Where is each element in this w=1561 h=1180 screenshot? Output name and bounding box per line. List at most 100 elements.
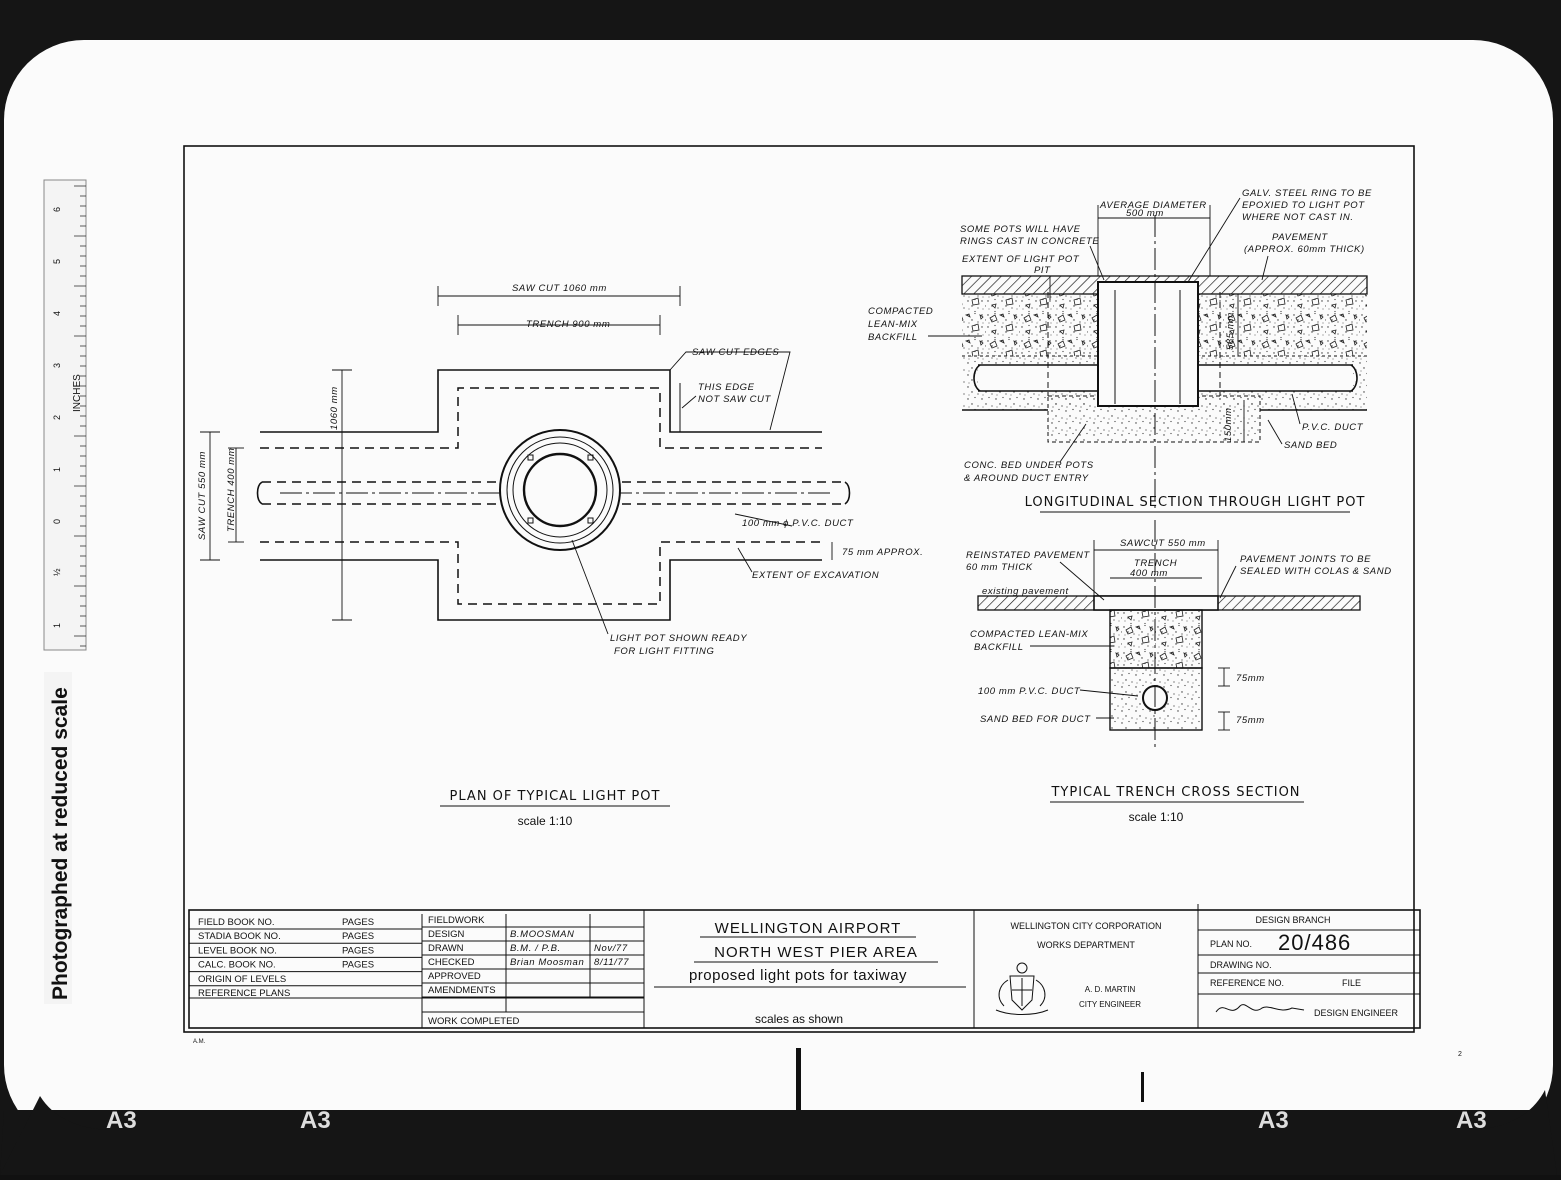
book-row-label: STADIA BOOK NO. <box>198 931 281 942</box>
label-rings-2: RINGS CAST IN CONCRETE <box>960 236 1099 247</box>
cross-section-title: TYPICAL TRENCH CROSS SECTION <box>1050 785 1300 800</box>
label-compacted-2: BACKFILL <box>974 642 1024 653</box>
label-rings-1: SOME POTS WILL HAVE <box>960 224 1081 235</box>
label-75b: 75mm <box>1236 715 1265 726</box>
sheet-mark-4: A3 <box>1456 1107 1487 1134</box>
org-line-2: WORKS DEPARTMENT <box>1037 940 1135 950</box>
signoff-date: Nov/77 <box>594 943 628 954</box>
label-ready-1: LIGHT POT SHOWN READY <box>610 633 747 644</box>
label-edge-not-cut-1: THIS EDGE <box>698 382 755 393</box>
label-sand: SAND BED FOR DUCT <box>980 714 1091 725</box>
label-saw-cut-edges: SAW CUT EDGES <box>692 347 779 358</box>
label-pavement-2: (APPROX. 60mm THICK) <box>1244 244 1365 255</box>
ruler-number: 6 <box>52 207 62 212</box>
plan-no-label: PLAN NO. <box>1210 939 1252 949</box>
label-duct: 100 mm P.V.C. DUCT <box>978 686 1081 697</box>
label-dim-150: 150mm <box>1223 407 1234 442</box>
book-row-label: ORIGIN OF LEVELS <box>198 974 286 985</box>
sheet-mark-3: A3 <box>1258 1107 1289 1134</box>
initials: A.M. <box>193 1039 206 1045</box>
signoff-role: DESIGN <box>428 929 465 940</box>
ruler-number: 5 <box>52 259 62 264</box>
signoff-name: B.MOOSMAN <box>510 929 575 940</box>
project-line-2: NORTH WEST PIER AREA <box>714 944 918 961</box>
label-reinst-2: 60 mm THICK <box>966 562 1033 573</box>
label-75-approx: 75 mm APPROX. <box>842 547 923 558</box>
label-avg-dia-2: 500 mm <box>1126 208 1164 219</box>
ruler-number: 4 <box>52 311 62 316</box>
plan-scale: scale 1:10 <box>518 814 573 828</box>
reduced-scale-caption: Photographed at reduced scale <box>49 687 72 1000</box>
label-saw-cut-550: SAW CUT 550 mm <box>197 451 208 540</box>
label-joints-2: SEALED WITH COLAS & SAND <box>1240 566 1392 577</box>
drawing-frame <box>183 145 1415 1033</box>
org-line-1: WELLINGTON CITY CORPORATION <box>1010 921 1161 931</box>
reference-no-label: REFERENCE NO. <box>1210 978 1284 988</box>
label-edge-not-cut-2: NOT SAW CUT <box>698 394 772 405</box>
design-engineer-label: DESIGN ENGINEER <box>1314 1008 1399 1018</box>
plan-title: PLAN OF TYPICAL LIGHT POT <box>450 789 661 804</box>
coat-of-arms-icon <box>995 962 1049 1015</box>
ruler-number: 1 <box>52 467 62 472</box>
plan-of-typical-light-pot: SAW CUT 1060 mm TRENCH 900 mm SAW CUT ED… <box>197 283 923 828</box>
label-dim-585: 585 mm <box>1225 312 1236 350</box>
engineer-signature-icon <box>1215 1004 1305 1013</box>
ruler-unit: INCHES <box>72 374 83 412</box>
label-extent-1: EXTENT OF LIGHT POT <box>962 254 1080 265</box>
label-trench-2: 400 mm <box>1130 568 1168 579</box>
title-block: FIELD BOOK NO. PAGES STADIA BOOK NO. PAGES L… <box>188 904 1421 1029</box>
project-line-3: proposed light pots for taxiway <box>689 967 907 984</box>
label-sawcut: SAWCUT 550 mm <box>1120 538 1206 549</box>
signoff-name: Brian Moosman <box>510 957 584 968</box>
label-compacted-2: LEAN-MIX <box>868 319 918 330</box>
plan-number: 20/486 <box>1278 930 1351 955</box>
label-compacted-3: BACKFILL <box>868 332 918 343</box>
label-trench-400: TRENCH 400 mm <box>226 448 237 532</box>
label-joints-1: PAVEMENT JOINTS TO BE <box>1240 554 1371 565</box>
label-conc-1: CONC. BED UNDER POTS <box>964 460 1094 471</box>
label-trench-900: TRENCH 900 mm <box>526 319 610 330</box>
label-extent-excavation: EXTENT OF EXCAVATION <box>752 570 879 581</box>
book-row-pages: PAGES <box>342 945 374 956</box>
trench-cross-section: SAWCUT 550 mm TRENCH 400 mm REINSTATED P… <box>966 520 1392 824</box>
project-line-1: WELLINGTON AIRPORT <box>715 920 902 937</box>
ruler-number: ½ <box>52 568 62 576</box>
label-existing: existing pavement <box>982 586 1069 597</box>
ruler-number: 2 <box>52 415 62 420</box>
book-row-label: CALC. BOOK NO. <box>198 960 276 971</box>
label-ready-2: FOR LIGHT FITTING <box>614 646 714 657</box>
label-compacted-1: COMPACTED <box>868 306 933 317</box>
scales-note: scales as shown <box>755 1012 843 1026</box>
engineer-title: CITY ENGINEER <box>1079 1000 1141 1009</box>
signoff-role: CHECKED <box>428 957 475 968</box>
label-galv-2: EPOXIED TO LIGHT POT <box>1242 200 1365 211</box>
ruler-number: 1 <box>52 623 62 628</box>
longitudinal-section: AVERAGE DIAMETER 500 mm GALV. STEEL RING… <box>868 188 1371 513</box>
signoff-role: DRAWN <box>428 943 464 954</box>
label-sand-bed: SAND BED <box>1284 440 1337 451</box>
label-conc-2: & AROUND DUCT ENTRY <box>964 473 1089 484</box>
signoff-role: AMENDMENTS <box>428 985 496 996</box>
long-section-title: LONGITUDINAL SECTION THROUGH LIGHT POT <box>1025 495 1366 510</box>
sheet-mark-2: A3 <box>300 1107 331 1134</box>
label-compacted-1: COMPACTED LEAN-MIX <box>970 629 1088 640</box>
label-extent-2: PIT <box>1034 265 1051 276</box>
book-row-label: REFERENCE PLANS <box>198 988 290 999</box>
corner-number: 2 <box>1458 1051 1462 1058</box>
book-row-label: LEVEL BOOK NO. <box>198 945 277 956</box>
book-row-pages: PAGES <box>342 931 374 942</box>
label-pvc: P.V.C. DUCT <box>1302 422 1364 433</box>
label-pavement-1: PAVEMENT <box>1272 232 1328 243</box>
label-75a: 75mm <box>1236 673 1265 684</box>
book-row-label: FIELD BOOK NO. <box>198 917 275 928</box>
signoff-name: B.M. / P.B. <box>510 943 561 954</box>
label-avg-dia-1: AVERAGE DIAMETER <box>1099 200 1207 211</box>
label-trench-1: TRENCH <box>1134 558 1177 569</box>
engineer-name: A. D. MARTIN <box>1085 985 1136 994</box>
label-saw-cut-1060: SAW CUT 1060 mm <box>512 283 607 294</box>
label-reinst-1: REINSTATED PAVEMENT <box>966 550 1090 561</box>
signoff-role: APPROVED <box>428 971 481 982</box>
